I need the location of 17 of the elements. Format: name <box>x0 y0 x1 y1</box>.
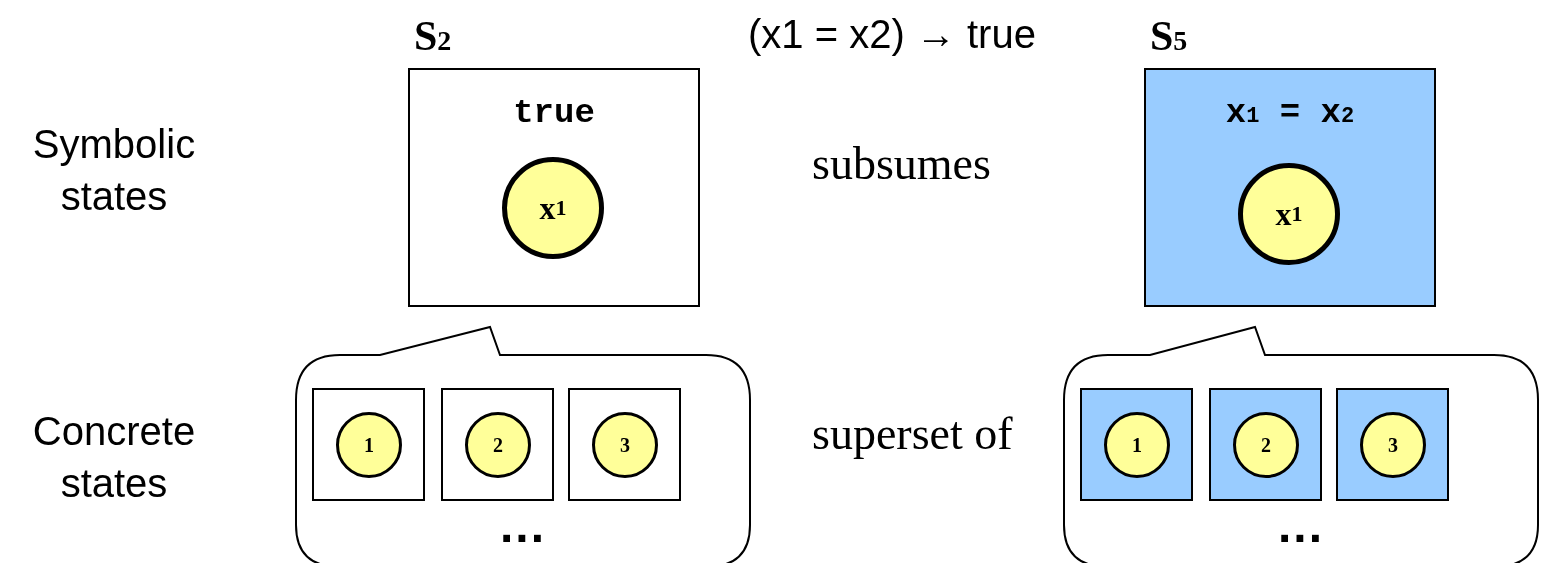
constraint-text: true <box>512 94 596 132</box>
concrete-state-box <box>1336 388 1449 501</box>
variable-circle: 3 <box>1360 412 1426 478</box>
concrete-state-box <box>1080 388 1193 501</box>
variable-circle: 2 <box>1233 412 1299 478</box>
concrete-state-box <box>312 388 425 501</box>
concrete-state-box <box>568 388 681 501</box>
formula-text: (x1 = x2) → true <box>748 12 1036 57</box>
concrete-state-box <box>441 388 554 501</box>
variable-circle: 1 <box>1104 412 1170 478</box>
ellipsis-text: ... <box>1277 498 1325 553</box>
row-label: Symbolic states <box>31 121 197 220</box>
relation-text: subsumes <box>812 137 991 190</box>
ellipsis-text: ... <box>499 498 547 553</box>
concrete-state-box <box>1209 388 1322 501</box>
row-label: Concrete states <box>31 408 197 507</box>
relation-text: superset of <box>812 407 1013 460</box>
